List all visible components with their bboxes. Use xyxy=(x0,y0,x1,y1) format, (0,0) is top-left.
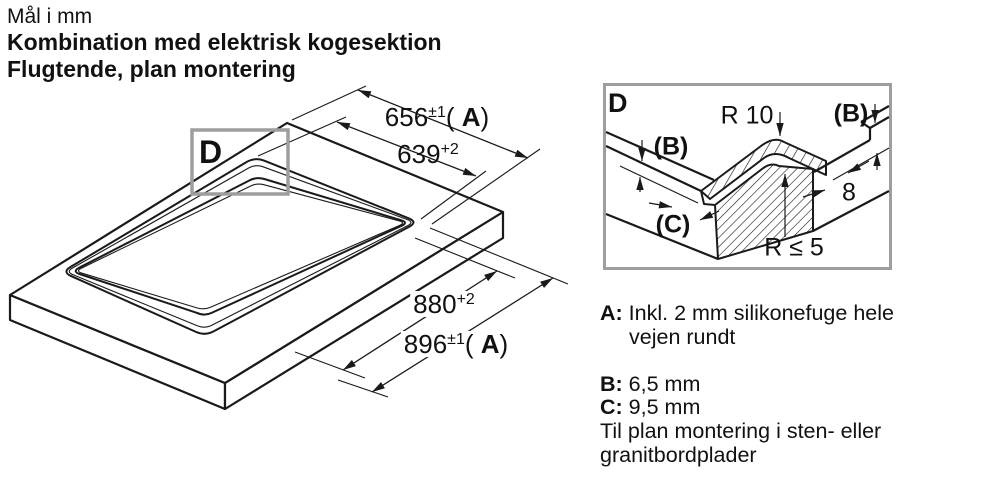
note-c-text: 9,5 mm xyxy=(628,395,701,420)
dimension-label-639: 639+2 xyxy=(397,141,459,167)
recess-step-edge xyxy=(68,165,412,328)
detail-callout-arrows xyxy=(636,104,881,237)
note-b-line: B: 6,5 mm xyxy=(600,371,894,397)
arrow-ledge-8-left xyxy=(802,189,826,198)
dim-tolerance: +2 xyxy=(456,291,475,308)
worktop-top-face xyxy=(8,121,505,385)
dim-tolerance: +2 xyxy=(440,141,459,158)
dim-tolerance: ±1 xyxy=(447,331,465,348)
detail-cross-section xyxy=(605,104,890,261)
dim-value: 639 xyxy=(397,139,441,169)
dim-ref-letter: A xyxy=(461,102,481,132)
detail-depth-c-label: (C) xyxy=(655,210,691,239)
dimension-label-880: 880+2 xyxy=(410,291,478,317)
note-footer-line2: granitbordplader xyxy=(600,442,757,467)
detail-depth-b-left-label: (B) xyxy=(653,132,689,161)
detail-left-surface-back-edge xyxy=(605,130,715,182)
dimension-label-656: 656±1( A) xyxy=(385,104,489,130)
page-header: Mål i mm Kombination med elektrisk koges… xyxy=(7,5,442,83)
recess-outer-edge xyxy=(65,158,415,335)
cutout-hole-bottom-edge xyxy=(78,183,404,310)
detail-main-section xyxy=(714,163,814,260)
dim-paren-open: ( xyxy=(445,102,462,132)
detail-radius-bottom-label: R ≤ 5 xyxy=(764,233,824,262)
note-b-text: 6,5 mm xyxy=(628,371,701,396)
arrow-ledge-8-right xyxy=(847,160,870,174)
cutout-outlines xyxy=(65,158,415,335)
note-a-line1: A: Inkl. 2 mm silikonefuge hele xyxy=(600,301,894,326)
arrow-c-upper xyxy=(648,201,673,209)
dim-value: 880 xyxy=(413,289,457,319)
detail-right-surface-front-edge xyxy=(869,116,890,129)
dim-line-639 xyxy=(336,121,477,177)
detail-radius-top-label: R 10 xyxy=(720,101,774,130)
dim-paren-close: ) xyxy=(480,102,490,132)
detail-left-surface-front-edge xyxy=(605,145,702,192)
dim-ref-letter: A xyxy=(480,329,500,359)
arrow-c-lower xyxy=(699,210,720,221)
dim-tolerance: ±1 xyxy=(428,104,446,121)
detail-ledge-width-label: 8 xyxy=(842,178,856,207)
notes-block: A: Inkl. 2 mm silikonefuge hele vejen ru… xyxy=(600,301,894,467)
extension-lines xyxy=(257,85,569,398)
dim-paren-open: ( xyxy=(464,329,481,359)
detail-left-step-edge xyxy=(700,190,716,206)
dim-value: 656 xyxy=(384,102,429,132)
detail-box-label: D xyxy=(608,88,628,118)
detail-rabbet-strip-section xyxy=(700,138,827,200)
detail-depth-b-right-label: (B) xyxy=(833,99,869,128)
note-a-line2: vejen rundt xyxy=(629,324,736,349)
cutout-hole-edge xyxy=(74,177,406,316)
detail-marker-frame xyxy=(190,128,290,196)
dim-value: 896 xyxy=(403,329,448,359)
detail-right-bottom-edge xyxy=(812,190,890,232)
detail-right-surface-end-edge xyxy=(860,121,871,129)
detail-left-ledge-ref-line xyxy=(619,165,699,204)
note-c-label: C: xyxy=(600,395,623,420)
note-a-text: Inkl. 2 mm silikonefuge hele xyxy=(628,301,894,325)
note-a-label: A: xyxy=(600,301,623,325)
page-subtitle: Flugtende, plan montering xyxy=(7,56,296,82)
notes-spacer xyxy=(600,349,894,373)
note-footer-line1: Til plan montering i sten- eller xyxy=(600,418,882,443)
page-title: Kombination med elektrisk kogesektion xyxy=(7,29,442,55)
detail-marker-label: D xyxy=(199,134,223,170)
units-note: Mål i mm xyxy=(7,5,93,28)
detail-left-bottom-edge xyxy=(605,212,719,261)
note-b-label: B: xyxy=(600,371,623,396)
detail-ledge-front-edge xyxy=(813,139,871,173)
dim-paren-close: ) xyxy=(499,329,509,359)
note-c-line: C: 9,5 mm xyxy=(600,396,894,420)
dimension-label-896: 896±1( A) xyxy=(400,329,512,359)
